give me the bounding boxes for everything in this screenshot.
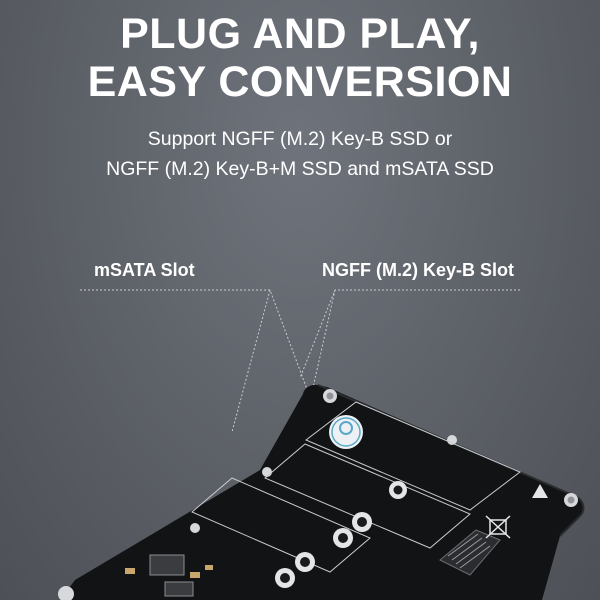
standoff-pad bbox=[300, 557, 310, 567]
mounting-hole bbox=[58, 586, 74, 600]
silkscreen bbox=[191, 401, 521, 573]
msata-slot-label: mSATA Slot bbox=[94, 260, 195, 280]
standoff-pad bbox=[338, 533, 348, 543]
ngff-slot-label: NGFF (M.2) Key-B Slot bbox=[322, 260, 514, 280]
headline-line-2: EASY CONVERSION bbox=[87, 58, 513, 106]
mounting-hole bbox=[326, 392, 334, 400]
headline: PLUG AND PLAY, EASY CONVERSION bbox=[0, 10, 600, 106]
mounting-hole bbox=[447, 435, 457, 445]
headline-line-1: PLUG AND PLAY, bbox=[120, 10, 480, 58]
weee-bin-icon bbox=[485, 515, 511, 539]
standoff-pad bbox=[280, 573, 290, 583]
callout-lines bbox=[80, 289, 520, 433]
slot-outline bbox=[305, 401, 521, 511]
subheading-line-2: NGFF (M.2) Key-B+M SSD and mSATA SSD bbox=[106, 158, 494, 180]
mounting-hole bbox=[262, 467, 272, 477]
slot-outline bbox=[264, 443, 471, 549]
mounting-hole bbox=[190, 523, 200, 533]
standoff-pads bbox=[275, 481, 407, 588]
slot-outline bbox=[191, 477, 371, 573]
msata-callout-line bbox=[80, 289, 309, 433]
warning-icon bbox=[532, 484, 548, 498]
smd-components bbox=[125, 554, 213, 597]
pcb-board bbox=[60, 384, 584, 600]
subheading-line-1: Support NGFF (M.2) Key-B SSD or bbox=[147, 128, 453, 150]
ngff-callout-line bbox=[299, 289, 520, 393]
brand-logo bbox=[329, 415, 363, 449]
standoff-pad bbox=[357, 517, 367, 527]
m2-connector bbox=[439, 529, 501, 576]
mounting-hole bbox=[567, 496, 575, 504]
standoff-pad bbox=[393, 485, 403, 495]
subheading: Support NGFF (M.2) Key-B SSD or NGFF (M.… bbox=[0, 124, 600, 184]
